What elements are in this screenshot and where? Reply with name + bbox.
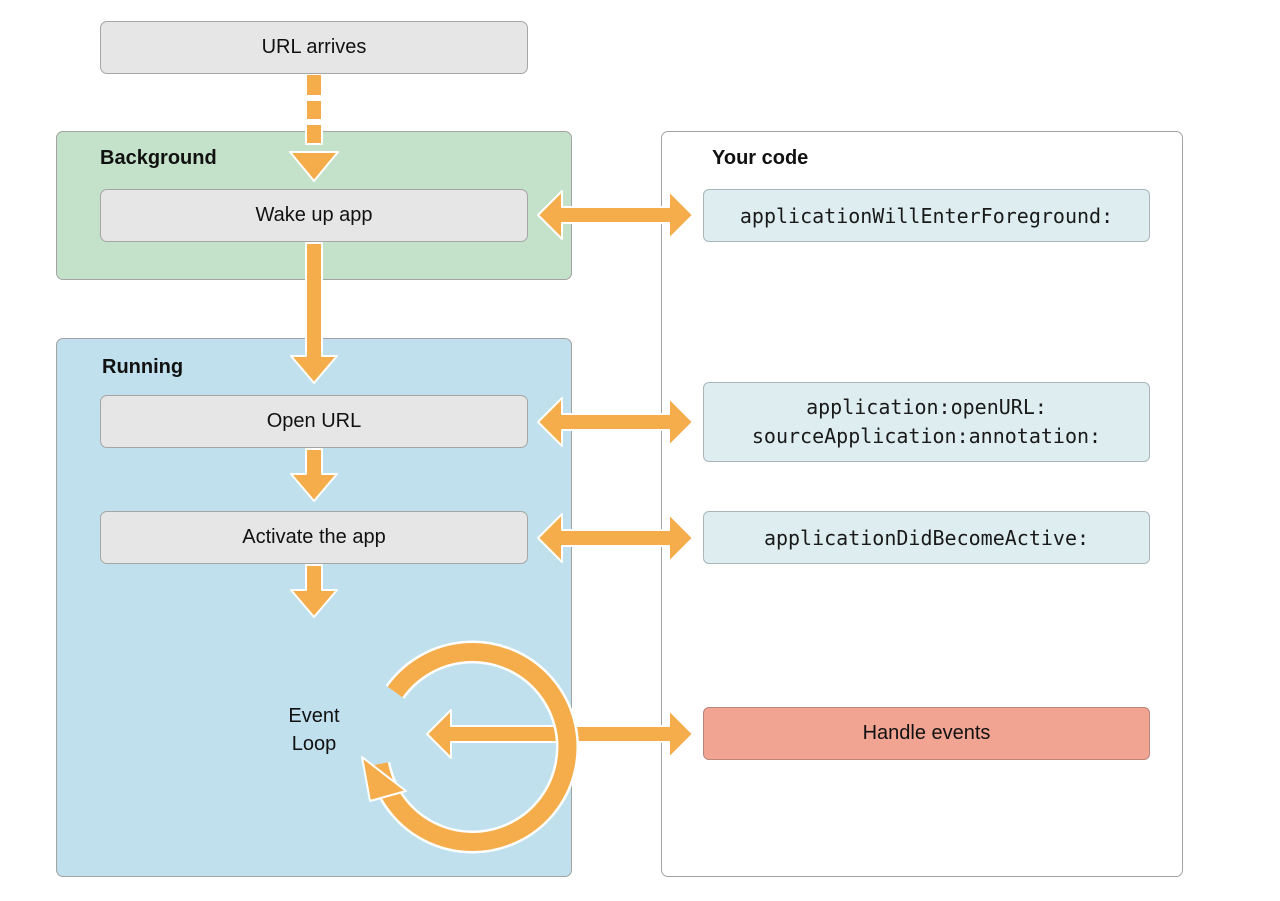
dashed-arrow-segment-3: [305, 123, 323, 145]
url-arrives-step: URL arrives: [100, 21, 528, 74]
wake-up-app-step: Wake up app: [100, 189, 528, 242]
callback-will-enter-foreground-text: applicationWillEnterForeground:: [739, 203, 1114, 228]
dashed-arrow-segment-2: [305, 99, 323, 121]
callback-open-url-line2: sourceApplication:annotation:: [751, 424, 1102, 448]
event-loop-label: Event Loop: [264, 702, 364, 758]
arrow-open-url-to-activate: [290, 448, 338, 502]
bidirectional-arrow-activate: [537, 513, 694, 563]
dashed-arrow-segment-1: [305, 73, 323, 97]
event-loop-arrowhead: [361, 756, 407, 802]
running-region-title: Running: [102, 356, 184, 378]
callback-open-url: application:openURL: sourceApplication:a…: [703, 382, 1150, 462]
arrow-wake-to-open-url: [290, 242, 338, 384]
background-region-title: Background: [100, 147, 217, 169]
dashed-arrow-head: [289, 151, 339, 182]
handle-events-box: Handle events: [703, 707, 1150, 760]
callback-did-become-active-text: applicationDidBecomeActive:: [763, 525, 1090, 550]
callback-did-become-active: applicationDidBecomeActive:: [703, 511, 1150, 564]
event-loop-label-line2: Loop: [291, 733, 337, 755]
event-loop-label-line1: Event: [288, 705, 340, 727]
activate-app-step: Activate the app: [100, 511, 528, 564]
your-code-title: Your code: [712, 147, 809, 169]
callback-open-url-line1: application:openURL:: [806, 395, 1047, 419]
callback-will-enter-foreground: applicationWillEnterForeground:: [703, 189, 1150, 242]
arrow-activate-to-event-loop: [290, 564, 338, 618]
bidirectional-arrow-wake: [537, 190, 694, 240]
event-loop-ring: [361, 640, 579, 854]
open-url-step: Open URL: [100, 395, 528, 448]
bidirectional-arrow-open-url: [537, 397, 694, 447]
